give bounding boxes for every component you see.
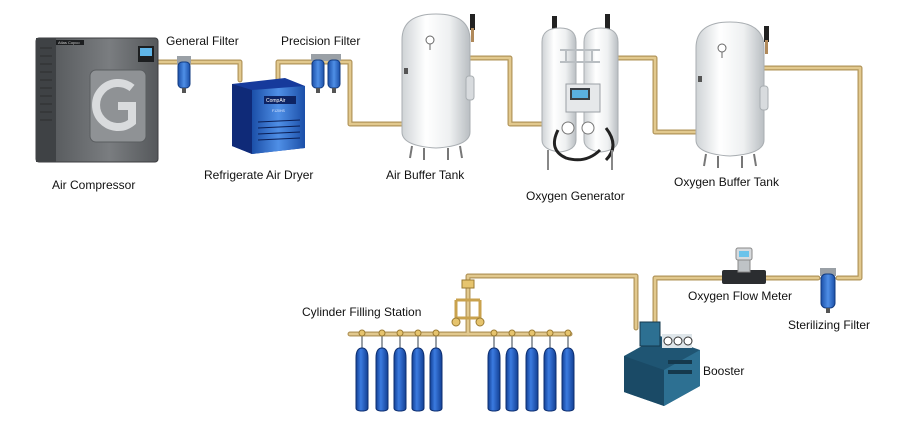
label-booster: Booster (703, 364, 745, 378)
gas-cylinder (505, 329, 519, 412)
label-refrigerate-air-dryer: Refrigerate Air Dryer (204, 168, 314, 182)
precision-filter-unit (311, 54, 341, 93)
label-sterilizing-filter: Sterilizing Filter (788, 318, 871, 332)
gas-cylinder (393, 329, 407, 412)
oxygen-buffer-tank-unit (695, 21, 769, 168)
gas-cylinder (429, 329, 443, 412)
gas-cylinder (525, 329, 539, 412)
compressor-brand-logo: Atlas Copco (58, 40, 80, 45)
label-cylinder-filling-station: Cylinder Filling Station (302, 305, 422, 319)
air-compressor-unit: Atlas Copco (35, 37, 159, 163)
label-precision-filter: Precision Filter (281, 34, 361, 48)
air-buffer-tank-unit (401, 13, 475, 160)
gas-cylinder (411, 329, 425, 412)
oxygen-generator-unit (541, 14, 619, 170)
dryer-brand-logo: CompAir (266, 98, 286, 104)
general-filter-unit (177, 56, 191, 93)
dryer-model-label: F120HS (272, 109, 286, 113)
gas-cylinder (355, 329, 369, 412)
booster-unit (624, 321, 700, 406)
label-air-buffer-tank: Air Buffer Tank (386, 168, 465, 182)
label-oxygen-buffer-tank: Oxygen Buffer Tank (674, 175, 779, 189)
refrigerate-air-dryer-unit: CompAir F120HS (232, 78, 305, 154)
gas-cylinder (543, 329, 557, 412)
label-oxygen-flow-meter: Oxygen Flow Meter (688, 289, 793, 303)
cylinder-filling-station-unit (451, 279, 485, 327)
sterilizing-filter-unit (820, 268, 836, 313)
gas-cylinder (375, 329, 389, 412)
gas-cylinder (561, 329, 575, 412)
label-oxygen-generator: Oxygen Generator (526, 189, 625, 203)
oxygen-flow-meter-unit (722, 247, 766, 284)
gas-cylinder (487, 329, 501, 412)
label-general-filter: General Filter (166, 34, 239, 48)
gas-cylinder-bank (355, 329, 575, 412)
label-air-compressor: Air Compressor (52, 178, 136, 192)
